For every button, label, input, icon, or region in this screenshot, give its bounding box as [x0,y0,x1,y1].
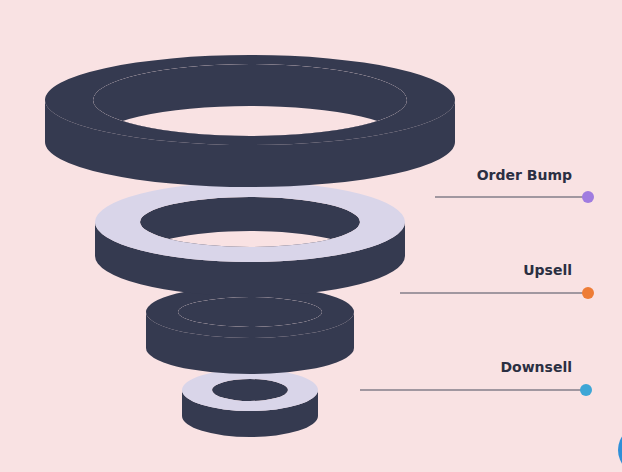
leader-dot [582,191,594,203]
ring-inner-wall [178,297,322,363]
funnel-ring [95,182,405,296]
funnel-ring [182,369,318,437]
leader-dot [580,384,592,396]
callout-label: Upsell [523,261,572,279]
ring-inner-wall [212,379,288,427]
corner-badge [618,425,622,472]
leader-line [360,389,586,390]
callout-label: Order Bump [477,166,572,184]
funnel-ring [45,55,455,187]
callout-label: Downsell [500,358,572,376]
ring-inner-wall [93,64,407,178]
leader-dot [582,287,594,299]
funnel-ring [146,286,354,374]
leader-line [435,196,588,197]
ring-inner-wall [140,197,360,281]
leader-line [400,292,588,293]
